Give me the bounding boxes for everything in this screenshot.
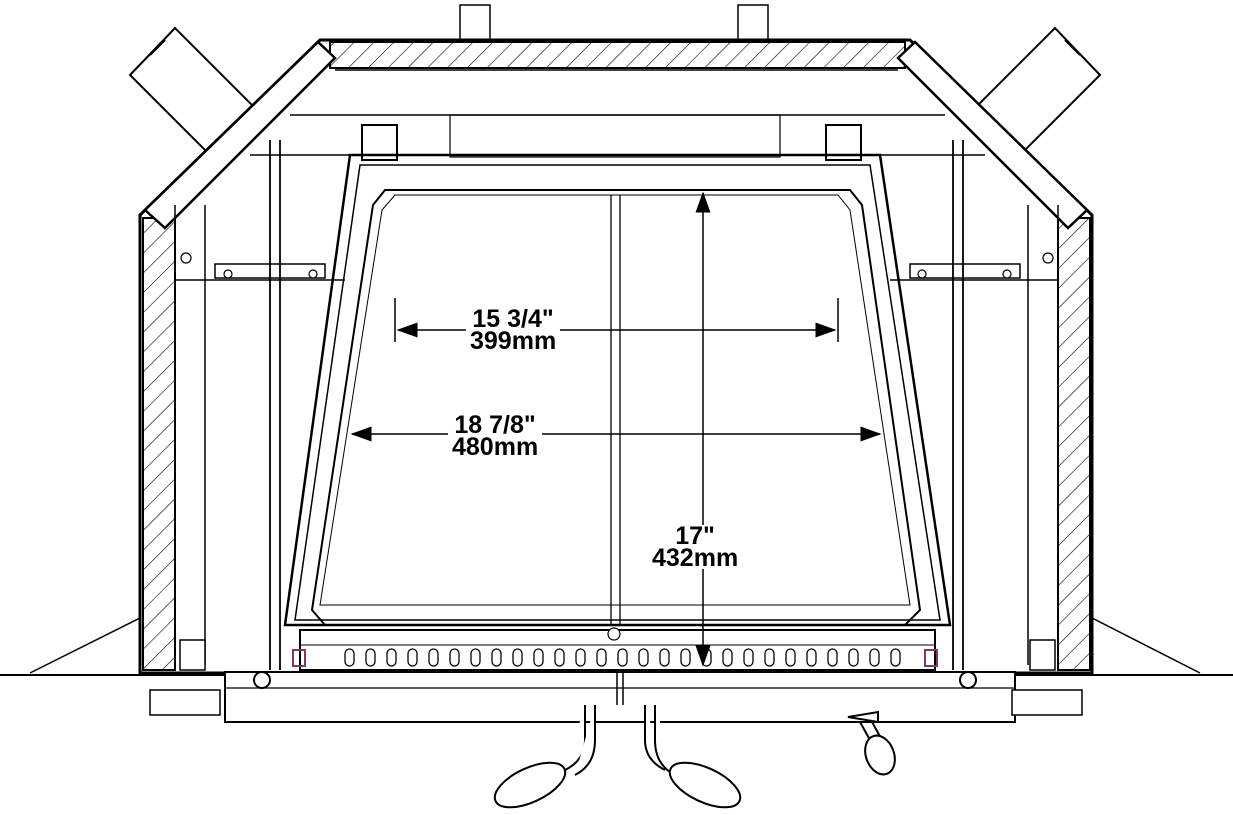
burner-slot — [554, 648, 565, 667]
dim-label-front-width: 18 7/8" 480mm — [448, 411, 543, 461]
burner-slot — [680, 648, 691, 667]
dim-rear-width-imperial: 15 3/4" — [472, 305, 554, 333]
burner-slot — [596, 648, 607, 667]
center-seam — [610, 195, 621, 625]
control-knobs — [493, 705, 896, 809]
burner-slot — [491, 648, 502, 667]
dim-label-height: 17" 432mm — [648, 522, 743, 572]
burner-slot — [449, 648, 460, 667]
base-brackets — [149, 639, 1083, 716]
burner-slot — [617, 648, 628, 667]
burner-slot — [638, 648, 649, 667]
dim-front-width-imperial: 18 7/8" — [454, 411, 536, 439]
burner-slot — [470, 648, 481, 667]
burner-slot — [827, 648, 838, 667]
firebox-outer — [283, 153, 952, 627]
burner-slot — [743, 648, 754, 667]
burner-slot — [365, 648, 376, 667]
burner-slot — [848, 648, 859, 667]
burner-slot — [344, 648, 355, 667]
burner-slot — [722, 648, 733, 667]
firebox-inner — [310, 189, 922, 626]
right-wall-insulation — [1057, 217, 1091, 671]
top-brackets — [459, 4, 769, 41]
burner-slot — [785, 648, 796, 667]
firebox-brackets — [361, 114, 862, 161]
burner-slot — [575, 648, 586, 667]
side-rods — [269, 140, 964, 670]
dim-rear-width — [394, 298, 839, 342]
dim-height-imperial: 17" — [675, 522, 715, 550]
right-flange — [1091, 616, 1201, 674]
burner-slot — [806, 648, 817, 667]
burner-slot — [890, 648, 901, 667]
burner-slot — [428, 648, 439, 667]
burner-slot — [869, 648, 880, 667]
outer-housing — [138, 38, 1094, 675]
dim-front-width-metric: 480mm — [452, 433, 539, 461]
corner-panels — [143, 40, 1089, 230]
burner-slots — [344, 648, 901, 667]
burner-slot — [764, 648, 775, 667]
burner-slot — [386, 648, 397, 667]
burner-slot — [512, 648, 523, 667]
top-wall-insulation — [329, 41, 906, 69]
dim-label-rear-width: 15 3/4" 399mm — [466, 305, 561, 355]
dim-rear-width-metric: 399mm — [470, 327, 557, 355]
burner-slot — [407, 648, 418, 667]
left-wall-insulation — [142, 217, 176, 671]
bottom-tray — [224, 671, 1016, 723]
dim-height-metric: 432mm — [652, 544, 739, 572]
burner-slot — [659, 648, 670, 667]
fasteners — [292, 649, 938, 667]
burner-slot — [533, 648, 544, 667]
left-flange — [29, 616, 141, 674]
bolts — [180, 252, 1054, 641]
inner-frame — [174, 69, 1059, 665]
